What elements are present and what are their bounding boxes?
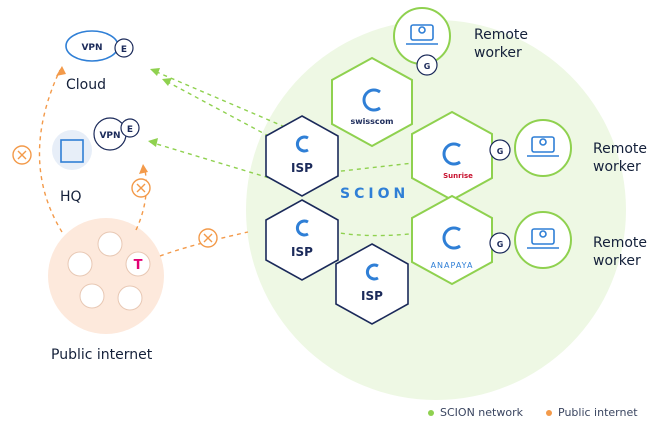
public-internet-links <box>38 69 249 257</box>
remote-worker-label: Remote worker <box>593 140 647 176</box>
remote-worker-line: worker <box>474 45 522 61</box>
isp-label: ISP <box>291 161 313 175</box>
g-badge: G <box>497 240 504 249</box>
gateway-icon <box>416 54 511 254</box>
remote-worker-line: Remote <box>593 235 648 251</box>
legend-dot <box>546 409 552 416</box>
remote-worker-line: Remote <box>474 27 529 43</box>
legend-label: Public internet <box>558 406 638 419</box>
isp-node <box>265 115 339 197</box>
blocked-link-icon <box>131 178 151 198</box>
e-badge: E <box>121 45 127 55</box>
carrier-logo-t: T <box>134 258 143 273</box>
cloud-icon <box>65 30 134 62</box>
laptop-user-icon <box>406 24 559 249</box>
legend-label: SCION network <box>440 406 523 419</box>
swisscom-node <box>331 56 413 148</box>
hq-label: HQ <box>60 189 82 205</box>
blocked-link-icon <box>198 228 218 248</box>
vpn-badge: VPN <box>99 131 120 141</box>
remote-worker-label: Remote worker <box>474 26 528 62</box>
g-badge: G <box>424 62 431 71</box>
vpn-badge: VPN <box>81 43 102 53</box>
hq-building-icon <box>52 117 140 170</box>
remote-worker-node <box>393 7 451 65</box>
anapaya-logo-text: ANAPAYA <box>431 261 474 270</box>
legend-dot <box>428 409 434 416</box>
remote-worker-label: Remote worker <box>593 234 647 270</box>
remote-worker-node <box>514 211 572 269</box>
isp-label: ISP <box>361 289 383 303</box>
e-badge: E <box>127 125 133 135</box>
swisscom-logo-text: swisscom <box>351 117 394 126</box>
sunrise-logo-text: Sunrise <box>443 172 473 180</box>
remote-worker-node <box>514 119 572 177</box>
public-internet-label: Public internet <box>51 347 153 363</box>
legend-scion: SCION network <box>428 406 523 419</box>
carrier-logos <box>67 231 151 311</box>
blocked-link-icon <box>12 145 32 165</box>
isp-node <box>335 243 409 325</box>
g-badge: G <box>497 147 504 156</box>
cloud-label: Cloud <box>66 77 106 93</box>
remote-worker-line: worker <box>593 159 641 175</box>
scion-label: SCION <box>340 186 410 202</box>
isp-label: ISP <box>291 245 313 259</box>
remote-worker-line: worker <box>593 253 641 269</box>
anapaya-node <box>411 194 493 286</box>
scion-logo-icon <box>295 88 461 281</box>
remote-worker-line: Remote <box>593 141 648 157</box>
legend-public: Public internet <box>546 406 638 419</box>
isp-node <box>265 199 339 281</box>
